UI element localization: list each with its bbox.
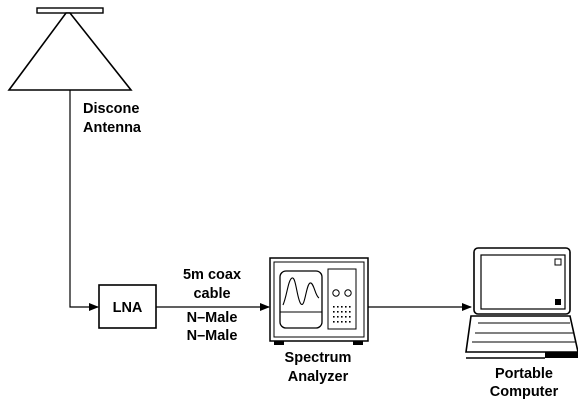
antenna-label-line2: Antenna: [83, 120, 142, 136]
cable-label-line3: N–Male: [187, 310, 238, 326]
cable-label-line1: 5m coax: [183, 267, 241, 283]
computer-label-line2: Computer: [490, 384, 559, 400]
cable-label-line4: N–Male: [187, 328, 238, 344]
cable-label-line2: cable: [193, 286, 230, 302]
analyzer-label-line2: Analyzer: [288, 369, 349, 385]
spectrum-analyzer-icon: [269, 257, 369, 345]
discone-antenna-icon: [7, 7, 133, 91]
lna-label: LNA: [113, 300, 143, 316]
antenna-feed-line: [69, 90, 99, 311]
antenna-label-line1: Discone: [83, 101, 139, 117]
portable-computer-icon: [465, 247, 578, 359]
computer-label-line1: Portable: [495, 366, 553, 382]
analyzer-label-line1: Spectrum: [285, 350, 352, 366]
